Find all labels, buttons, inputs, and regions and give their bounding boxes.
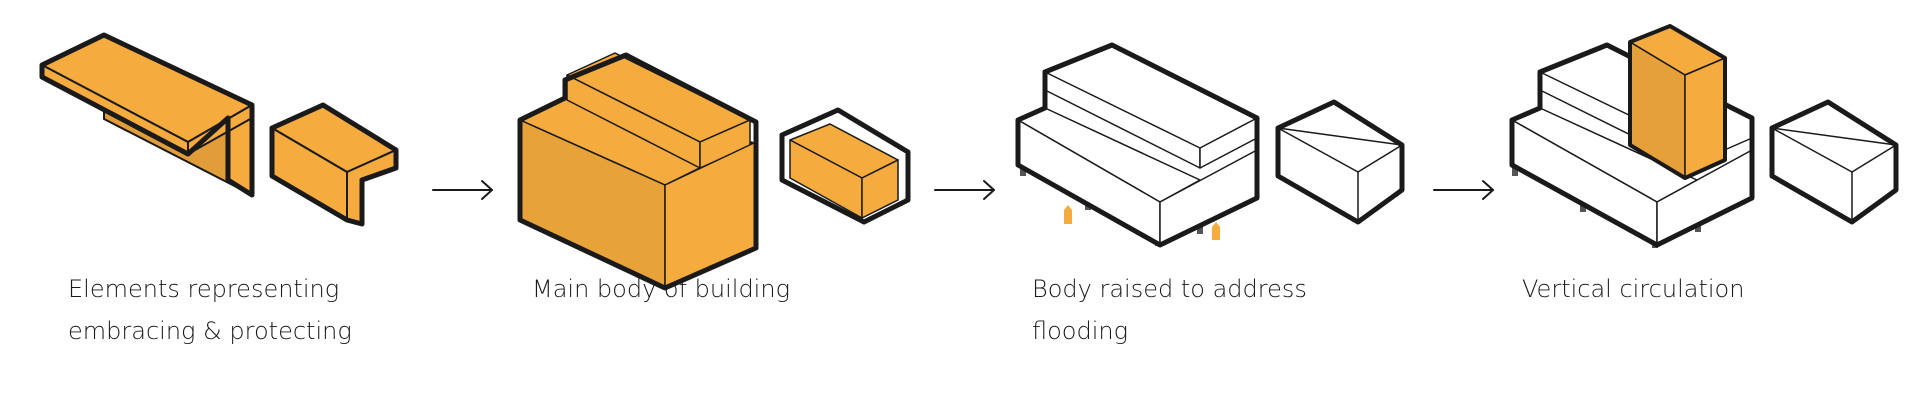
arrow-right-icon	[432, 180, 493, 200]
step-1-embracing-elements	[39, 32, 399, 227]
arrow-right-icon	[1433, 180, 1494, 200]
circulation-core	[1628, 24, 1727, 180]
main-body-small-box	[779, 107, 911, 225]
raised-body-block	[1015, 42, 1260, 248]
step-3-caption: Body raised to address flooding	[1032, 275, 1307, 345]
embracing-wall-element	[39, 32, 255, 198]
raised-small-box	[1275, 99, 1405, 225]
step-1-caption: Elements representing embracing & protec…	[68, 275, 352, 345]
step-3-raised-body	[1015, 42, 1405, 248]
embracing-box-element	[269, 102, 399, 227]
step-4-vertical-circulation	[1509, 24, 1899, 248]
arrow-right-icon	[934, 180, 995, 200]
step-4-caption: Vertical circulation	[1522, 275, 1745, 303]
step-2-caption: Main body of building	[532, 275, 790, 303]
step-2-main-body	[517, 52, 911, 291]
circulation-small-box	[1769, 99, 1899, 225]
up-arrow-icon	[1212, 222, 1220, 240]
up-arrow-icon	[1064, 205, 1072, 224]
main-body-block	[517, 52, 759, 291]
